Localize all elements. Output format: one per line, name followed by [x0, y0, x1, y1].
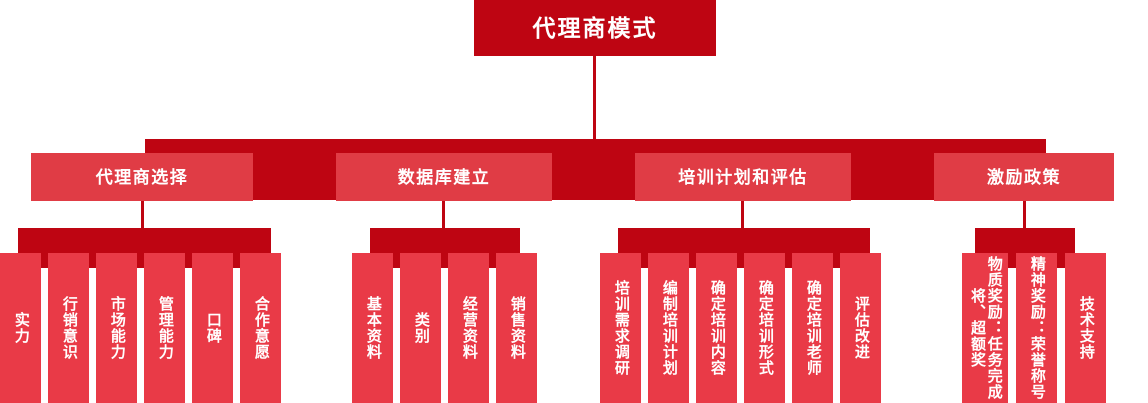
leaf-node-3-6[interactable]: 评估改进: [840, 253, 881, 403]
branch-node-2-label: 数据库建立: [397, 167, 491, 187]
leaf-node-2-2-label: 类别: [412, 312, 430, 344]
leaf-node-2-4[interactable]: 销售资料: [496, 253, 537, 403]
root-connector-vertical: [593, 56, 596, 140]
leaf-node-2-3[interactable]: 经营资料: [448, 253, 489, 403]
leaf-node-1-6[interactable]: 合作意愿: [240, 253, 281, 403]
leaf-node-1-3[interactable]: 市场能力: [96, 253, 137, 403]
root-node-label: 代理商模式: [532, 14, 658, 41]
leaf-node-2-1-label: 基本资料: [364, 296, 382, 360]
leaf-node-1-4-label: 管理能力: [156, 296, 174, 360]
branch-node-3[interactable]: 培训计划和评估: [635, 153, 851, 201]
leaf-node-4-1[interactable]: 物质奖励：任务完成将、超额奖: [962, 253, 1008, 403]
leaf-node-1-1[interactable]: 实力: [0, 253, 41, 403]
leaf-node-4-2[interactable]: 精神奖励：荣誉称号: [1016, 253, 1057, 403]
leaf-node-3-5[interactable]: 确定培训老师: [792, 253, 833, 403]
leaf-node-4-3-label: 技术支持: [1077, 296, 1095, 360]
branch-2-connector-vertical: [442, 201, 445, 233]
leaf-node-3-2[interactable]: 编制培训计划: [648, 253, 689, 403]
leaf-node-4-2-label: 精神奖励：荣誉称号: [1028, 256, 1046, 400]
branch-4-connector-vertical: [1023, 201, 1026, 233]
leaf-node-3-1-label: 培训需求调研: [612, 280, 630, 376]
root-node-agent-model[interactable]: 代理商模式: [474, 0, 716, 56]
leaf-node-1-2-label: 行销意识: [60, 296, 78, 360]
leaf-node-1-4[interactable]: 管理能力: [144, 253, 185, 403]
leaf-node-1-3-label: 市场能力: [108, 296, 126, 360]
leaf-node-1-5-label: 口碑: [204, 312, 222, 344]
leaf-node-3-3-label: 确定培训内容: [708, 280, 726, 376]
leaf-node-2-1[interactable]: 基本资料: [352, 253, 393, 403]
level2-spine-bar: [145, 139, 1046, 200]
branch-node-2[interactable]: 数据库建立: [336, 153, 552, 201]
branch-3-connector-vertical: [741, 201, 744, 233]
branch-node-3-label: 培训计划和评估: [678, 167, 808, 187]
leaf-node-3-6-label: 评估改进: [852, 296, 870, 360]
leaf-node-4-1-label: 物质奖励：任务完成将、超额奖: [969, 256, 1003, 400]
branch-node-1-label: 代理商选择: [95, 167, 189, 187]
leaf-node-1-1-label: 实力: [12, 312, 30, 344]
leaf-node-3-1[interactable]: 培训需求调研: [600, 253, 641, 403]
leaf-node-3-4[interactable]: 确定培训形式: [744, 253, 785, 403]
leaf-node-3-2-label: 编制培训计划: [660, 280, 678, 376]
leaf-node-2-4-label: 销售资料: [508, 296, 526, 360]
leaf-node-2-2[interactable]: 类别: [400, 253, 441, 403]
branch-2-leaf-bar: [370, 228, 520, 268]
leaf-node-3-3[interactable]: 确定培训内容: [696, 253, 737, 403]
branch-node-1[interactable]: 代理商选择: [31, 153, 253, 201]
branch-node-4-label: 激励政策: [987, 167, 1061, 187]
leaf-node-4-3[interactable]: 技术支持: [1065, 253, 1106, 403]
leaf-node-2-3-label: 经营资料: [460, 296, 478, 360]
leaf-node-3-5-label: 确定培训老师: [804, 280, 822, 376]
leaf-node-1-2[interactable]: 行销意识: [48, 253, 89, 403]
leaf-node-3-4-label: 确定培训形式: [756, 280, 774, 376]
branch-1-connector-vertical: [141, 201, 144, 233]
leaf-node-1-5[interactable]: 口碑: [192, 253, 233, 403]
branch-node-4[interactable]: 激励政策: [934, 153, 1114, 201]
leaf-node-1-6-label: 合作意愿: [252, 296, 270, 360]
